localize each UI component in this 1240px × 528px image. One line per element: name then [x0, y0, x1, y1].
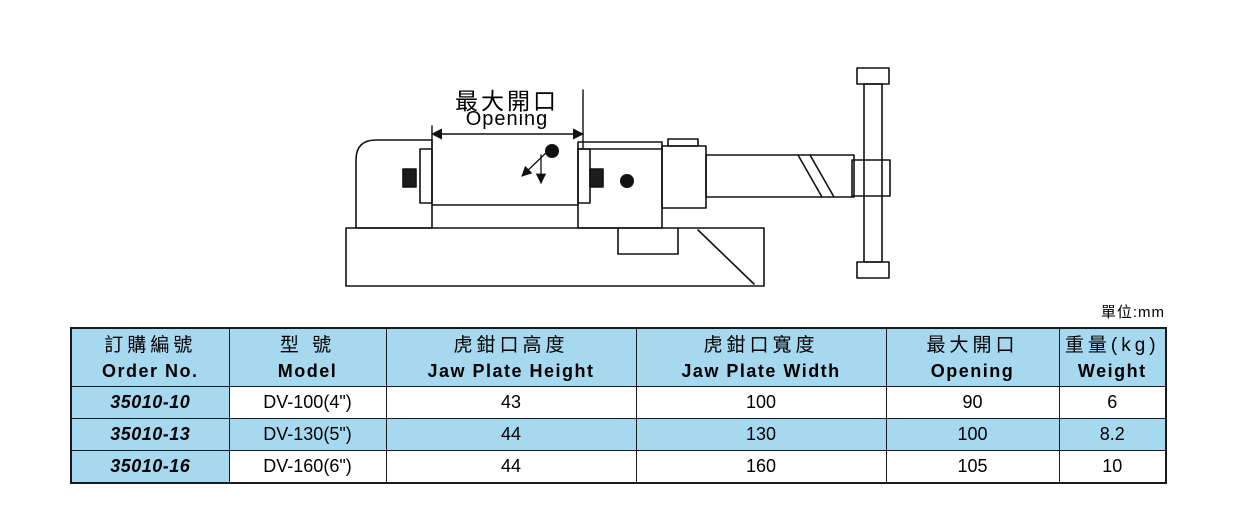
screw-assembly [661, 138, 855, 209]
table-row: 35010-13 DV-130(5") 44 130 100 8.2 [70, 418, 1167, 451]
base [345, 227, 765, 287]
col-header-weight: 重量(kg) Weight [1058, 327, 1167, 387]
opening-dimension [430, 89, 585, 149]
spec-table: 訂購編號 Order No. 型 號 Model 虎鉗口高度 Jaw Plate… [70, 327, 1167, 484]
reference-dot [620, 174, 634, 188]
cell-opening: 100 [885, 418, 1060, 451]
col-header-jaw-plate-width: 虎鉗口寬度 Jaw Plate Width [635, 327, 887, 387]
handle [851, 67, 891, 279]
cell-weight: 8.2 [1058, 418, 1167, 451]
cell-jaw-width: 100 [635, 386, 887, 419]
cell-order-no: 35010-13 [70, 418, 230, 451]
direction-arrows [521, 150, 549, 185]
fixed-jaw [355, 139, 433, 229]
col-header-jaw-plate-height: 虎鉗口高度 Jaw Plate Height [385, 327, 637, 387]
cell-weight: 10 [1058, 450, 1167, 484]
opening-label-en: Opening [465, 108, 549, 130]
unit-label: 單位:mm [1100, 304, 1165, 321]
cell-model: DV-130(5") [228, 418, 387, 451]
opening-label-zh: 最大開口 [455, 88, 559, 114]
movable-jaw [577, 141, 663, 229]
header-row: 訂購編號 Order No. 型 號 Model 虎鉗口高度 Jaw Plate… [70, 327, 1167, 387]
reference-dot [545, 144, 559, 158]
cell-jaw-height: 43 [385, 386, 637, 419]
vise-diagram: 最大開口 Opening [345, 67, 891, 287]
cell-model: DV-100(4") [228, 386, 387, 419]
col-header-order-no: 訂購編號 Order No. [70, 327, 230, 387]
cell-jaw-width: 160 [635, 450, 887, 484]
cell-jaw-height: 44 [385, 450, 637, 484]
table-row: 35010-10 DV-100(4") 43 100 90 6 [70, 386, 1167, 419]
cell-opening: 90 [885, 386, 1060, 419]
vise-drawing [345, 67, 891, 287]
cell-jaw-width: 130 [635, 418, 887, 451]
cell-order-no: 35010-10 [70, 386, 230, 419]
col-header-opening: 最大開口 Opening [885, 327, 1060, 387]
col-header-model: 型 號 Model [228, 327, 387, 387]
table-row: 35010-16 DV-160(6") 44 160 105 10 [70, 450, 1167, 484]
cell-model: DV-160(6") [228, 450, 387, 484]
cell-opening: 105 [885, 450, 1060, 484]
cell-weight: 6 [1058, 386, 1167, 419]
cell-jaw-height: 44 [385, 418, 637, 451]
cell-order-no: 35010-16 [70, 450, 230, 484]
